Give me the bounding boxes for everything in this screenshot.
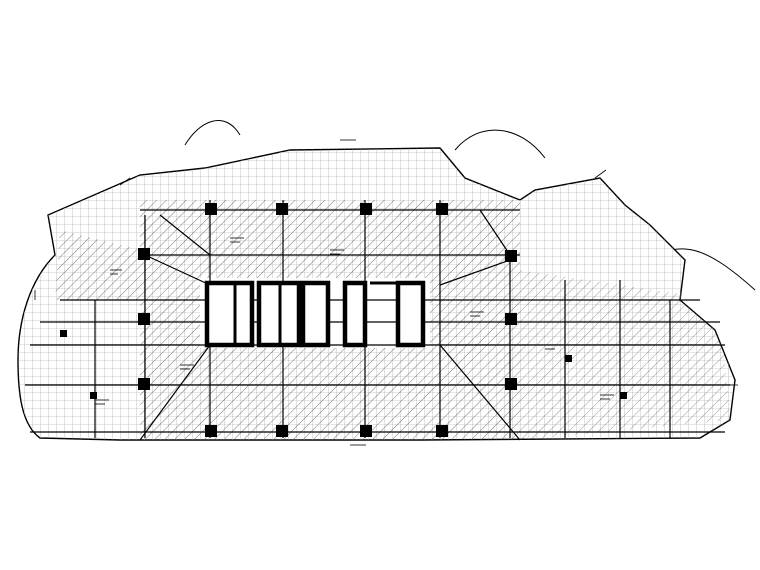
- core-walls: [204, 280, 426, 348]
- boundary-arc-left: [184, 120, 241, 146]
- hatched-slab-zone-left: [55, 230, 140, 300]
- columns: [60, 203, 627, 437]
- annotation-marks: [34, 139, 738, 446]
- boundary-arc-right-top: [454, 129, 546, 159]
- hatched-slab-zone-right: [520, 270, 730, 440]
